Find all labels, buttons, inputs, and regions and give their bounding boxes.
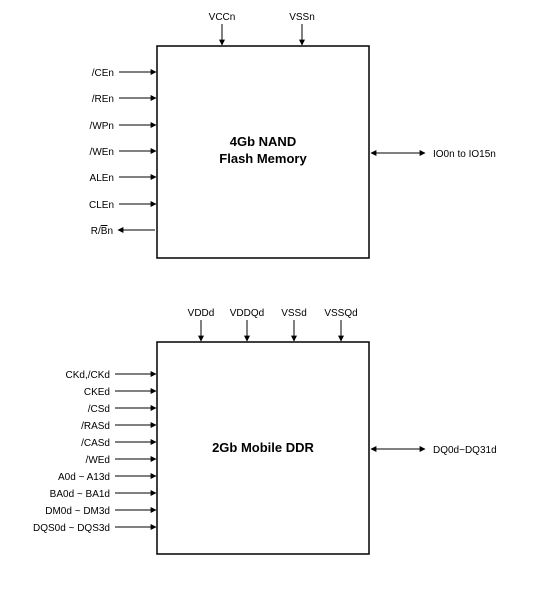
nand-power-label-vss: VSSn [289,12,315,23]
ddr-block: 2Gb Mobile DDR VDDd VDDQd VSSd VSSQd CKd,/C… [33,308,497,555]
nand-input-label-wen: /WEn [90,147,114,158]
ddr-input-label-casd: /CASd [81,438,110,449]
ddr-title: 2Gb Mobile DDR [212,440,314,455]
ddr-input-label-dqs0d-dqs3d: DQS0d ~ DQS3d [33,523,110,534]
ddr-input-label-ckd-ckd: CKd,/CKd [66,370,110,381]
ddr-power-label-vssqd: VSSQd [324,308,357,319]
nand-chip-box [156,45,370,259]
ddr-dq-label: DQ0d~DQ31d [433,445,497,456]
ddr-input-label-ba0d-ba1d: BA0d ~ BA1d [50,489,110,500]
nand-power-label-vcc: VCCn [209,12,236,23]
nand-input-label-alen: ALEn [90,173,114,184]
ddr-chip-box [156,341,370,555]
nand-input-label-wpn: /WPn [90,121,114,132]
nand-io-label: IO0n to IO15n [433,149,496,160]
nand-input-label-cen: /CEn [92,68,114,79]
ddr-power-label-vddqd: VDDQd [230,308,264,319]
nand-title-line1: 4Gb NAND [230,134,296,149]
ddr-input-label-csd: /CSd [88,404,110,415]
nand-input-label-ren: /REn [92,94,114,105]
ddr-power-label-vssd: VSSd [281,308,307,319]
ddr-power-pins: VDDd VDDQd VSSd VSSQd [188,308,358,342]
ddr-input-label-a0d-a13d: A0d ~ A13d [58,472,110,483]
ddr-power-label-vddd: VDDd [188,308,215,319]
ddr-input-label-wed: /WEd [86,455,110,466]
ddr-input-label-cked: CKEd [84,387,110,398]
nand-ready-busy-label: R/Bn [91,226,113,237]
nand-title-line2: Flash Memory [219,151,307,166]
nand-input-label-clen: CLEn [89,200,114,211]
ddr-input-label-dm0d-dm3d: DM0d ~ DM3d [45,506,110,517]
nand-block: 4Gb NAND Flash Memory VCCn VSSn /CEn/REn… [89,12,496,259]
ddr-input-label-rasd: /RASd [81,421,110,432]
